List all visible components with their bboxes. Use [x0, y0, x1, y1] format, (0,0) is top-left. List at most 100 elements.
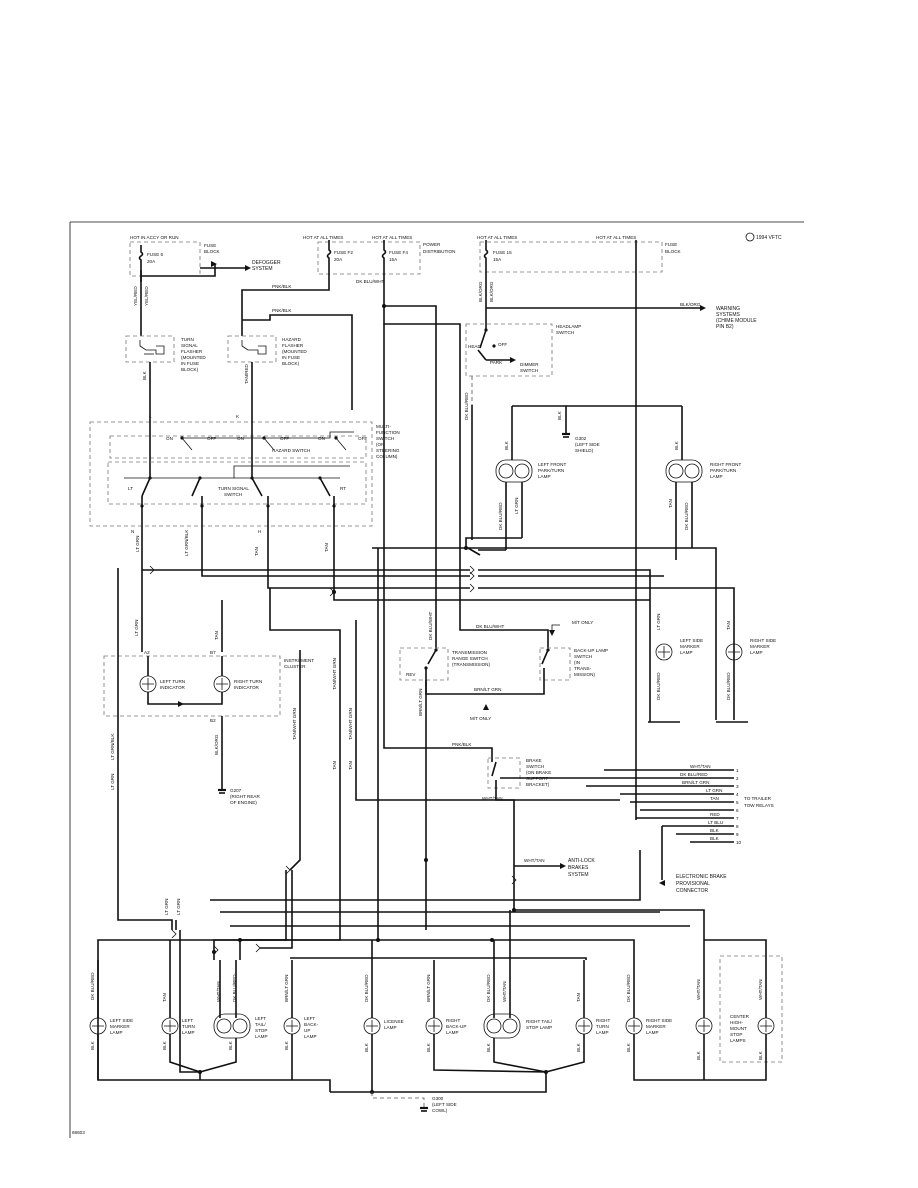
wire-label-lt-grn-1: LT GRN — [135, 536, 140, 552]
g207-label-2: (RIGHT REAR — [230, 794, 260, 799]
svg-text:FLASHER: FLASHER — [181, 349, 203, 354]
svg-text:LICENSE: LICENSE — [384, 1019, 404, 1024]
g300-label-2: (LEFT SIDE — [432, 1102, 457, 1107]
svg-text:TRANS-: TRANS- — [574, 666, 592, 671]
right-tail-stop-bulb-1 — [486, 1018, 502, 1034]
left-tail-stop-bulb-2 — [232, 1018, 248, 1034]
code-icon — [745, 232, 755, 242]
right-side-marker-front: RIGHT SIDE MARKER LAMP — [725, 638, 776, 661]
svg-text:MARKER: MARKER — [646, 1024, 666, 1029]
svg-text:LAMP: LAMP — [446, 1030, 459, 1035]
svg-text:HEADLAMP: HEADLAMP — [556, 324, 581, 329]
wire-label-blk-2: BLK — [557, 410, 562, 420]
svg-text:B2: B2 — [210, 718, 216, 723]
svg-text:(TRANSMISSION): (TRANSMISSION) — [452, 662, 490, 667]
turn-signal-flasher: TURN SIGNAL FLASHER (MOUNTED IN FUSE BLO… — [125, 335, 206, 372]
wire-label-tan-wht-grn-2: TAN/WHT GRN — [292, 708, 297, 740]
svg-text:STOP: STOP — [255, 1028, 267, 1033]
fuse-block-2-hot2: HOT AT ALL TIMES — [372, 235, 412, 240]
wire-label-brn-lt-grn-1: BRN/LT GRN — [474, 687, 501, 692]
wire-label-brn-lt-grn-2: BRN/LT GRN — [418, 689, 423, 716]
svg-text:BLK: BLK — [284, 1040, 289, 1050]
g302-label-1: G302 — [575, 436, 587, 441]
svg-text:BLOCK): BLOCK) — [181, 367, 199, 372]
g207-label-1: G207 — [230, 788, 242, 793]
svg-text:LEFT: LEFT — [255, 1016, 266, 1021]
svg-text:8: 8 — [736, 824, 739, 829]
svg-text:PARK: PARK — [490, 360, 503, 365]
svg-text:ON: ON — [166, 436, 173, 441]
fuse-block-3-hot1: HOT AT ALL TIMES — [477, 235, 517, 240]
left-tail-stop-bulb-1 — [216, 1018, 232, 1034]
svg-text:STEERING: STEERING — [376, 448, 400, 453]
svg-text:RED: RED — [710, 812, 720, 817]
svg-text:LEFT FRONT: LEFT FRONT — [538, 462, 566, 467]
fuse-f2-amp: 20A — [334, 257, 343, 262]
svg-text:K: K — [236, 414, 240, 419]
wire-label-lt-grn-7: LT GRN — [176, 899, 181, 915]
fuse-f4-label: FUSE F4 — [389, 250, 408, 255]
svg-text:TURN SIGNAL: TURN SIGNAL — [218, 486, 249, 491]
wire-label-blk-4: BLK — [674, 440, 679, 450]
right-tail-stop-bulb-2 — [502, 1018, 518, 1034]
svg-text:PARK/TURN: PARK/TURN — [538, 468, 564, 473]
defogger-label-1: DEFOGGER — [252, 260, 281, 266]
svg-text:LT GRN: LT GRN — [706, 788, 722, 793]
svg-text:DK BLU/RED: DK BLU/RED — [626, 974, 631, 1002]
svg-text:OFF: OFF — [207, 436, 216, 441]
svg-text:MARKER: MARKER — [680, 644, 700, 649]
anti-lock-label-2: BRAKES — [568, 865, 589, 871]
svg-text:LEFT: LEFT — [304, 1016, 315, 1021]
warning-label-4: PIN B2) — [716, 324, 734, 330]
svg-text:BLK: BLK — [710, 836, 720, 841]
svg-text:HAZARD SWITCH: HAZARD SWITCH — [272, 448, 310, 453]
svg-text:HAZARD: HAZARD — [282, 337, 302, 342]
elec-brake-label-3: CONNECTOR — [676, 888, 709, 894]
figure-code: 68603 — [72, 1130, 85, 1135]
defogger-arrow — [245, 265, 251, 271]
svg-text:DK BLU/RED: DK BLU/RED — [364, 974, 369, 1002]
svg-text:(MOUNTED: (MOUNTED — [181, 355, 206, 360]
g207-label-3: OF ENGINE) — [230, 800, 257, 805]
wire-label-blk-org-2: BLK/ORG — [489, 281, 494, 302]
svg-text:ON: ON — [318, 436, 325, 441]
wire-label-blk-org-4: BLK/ORG — [214, 734, 219, 755]
svg-text:BRN/LT GRN: BRN/LT GRN — [426, 975, 431, 1002]
svg-text:INSTRUMENT: INSTRUMENT — [284, 658, 314, 663]
svg-text:DIMMER: DIMMER — [520, 362, 539, 367]
svg-text:BLK: BLK — [364, 1042, 369, 1052]
svg-text:DK BLU/RED: DK BLU/RED — [486, 974, 491, 1002]
wire-label-lt-grn-3: LT GRN — [134, 620, 139, 636]
fuse-block-1: HOT IN ACCY OR RUN FUSE BLOCK FUSE 6 20A — [129, 235, 221, 277]
wire-label-tan-wht-grn-1: TAN/WHT GRN — [332, 658, 337, 690]
g302-label-3: SHIELD) — [575, 448, 594, 453]
svg-text:(ON: (ON — [376, 442, 384, 447]
warning-label-1: WARNING — [716, 306, 740, 312]
svg-text:LEFT: LEFT — [182, 1018, 193, 1023]
svg-text:MARKER: MARKER — [750, 644, 770, 649]
svg-text:BACK-UP LAMP: BACK-UP LAMP — [574, 648, 608, 653]
warning-label-2: SYSTEMS — [716, 312, 741, 318]
fuse-f2-label: FUSE F2 — [334, 250, 353, 255]
svg-text:BRN/LT GRN: BRN/LT GRN — [284, 975, 289, 1002]
wire-label-lt-grn-blk-1: LT GRN/BLK — [184, 529, 189, 556]
svg-text:DK BLU/RED: DK BLU/RED — [680, 772, 708, 777]
svg-text:2: 2 — [736, 776, 739, 781]
elec-brake-label-1: ELECTRONIC BRAKE — [676, 874, 727, 880]
svg-text:WHT/TAN: WHT/TAN — [696, 979, 701, 1000]
svg-text:TAIL/: TAIL/ — [255, 1022, 266, 1027]
wire-label-wht-tan-1: WHT/TAN — [482, 796, 503, 801]
wire-label-yel-red-2: YEL/RED — [144, 286, 149, 306]
svg-text:SWITCH: SWITCH — [376, 436, 394, 441]
svg-text:INDICATOR: INDICATOR — [234, 685, 260, 690]
wire-label-dk-blu-wht-2: DK BLU/WHT — [428, 611, 433, 640]
svg-text:LAMP: LAMP — [646, 1030, 659, 1035]
svg-text:TOW RELAYS: TOW RELAYS — [744, 803, 774, 808]
svg-text:COLUMN): COLUMN) — [376, 454, 398, 459]
diagram-code: 1994 VFTC — [756, 235, 782, 241]
wire-label-tan-7: TAN — [348, 761, 353, 770]
wire-label-pnk-blk-1: PNK/BLK — [272, 284, 292, 289]
wire-label-dk-blu-wht-3: DK BLU/WHT — [476, 624, 505, 629]
wire-label-tan-2: TAN — [324, 543, 329, 552]
elec-brake-label-2: PROVISIONAL — [676, 881, 710, 887]
